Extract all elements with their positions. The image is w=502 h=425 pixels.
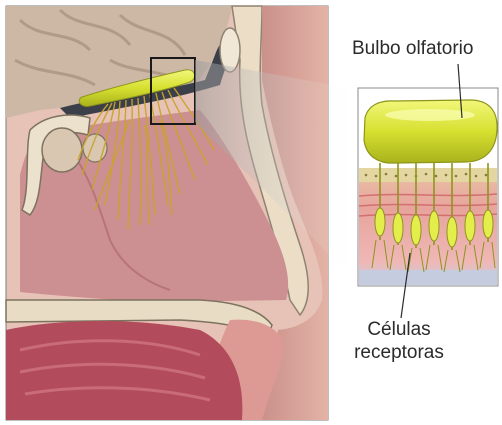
receptor-cells-label-line1: Células bbox=[334, 318, 464, 341]
olfactory-bulb-label: Bulbo olfatorio bbox=[352, 38, 473, 60]
tongue bbox=[6, 321, 242, 420]
receptor-cells-label-line2: receptoras bbox=[334, 341, 464, 364]
receptor-cells-label: Células receptoras bbox=[334, 318, 464, 364]
inset-panel bbox=[358, 88, 498, 286]
